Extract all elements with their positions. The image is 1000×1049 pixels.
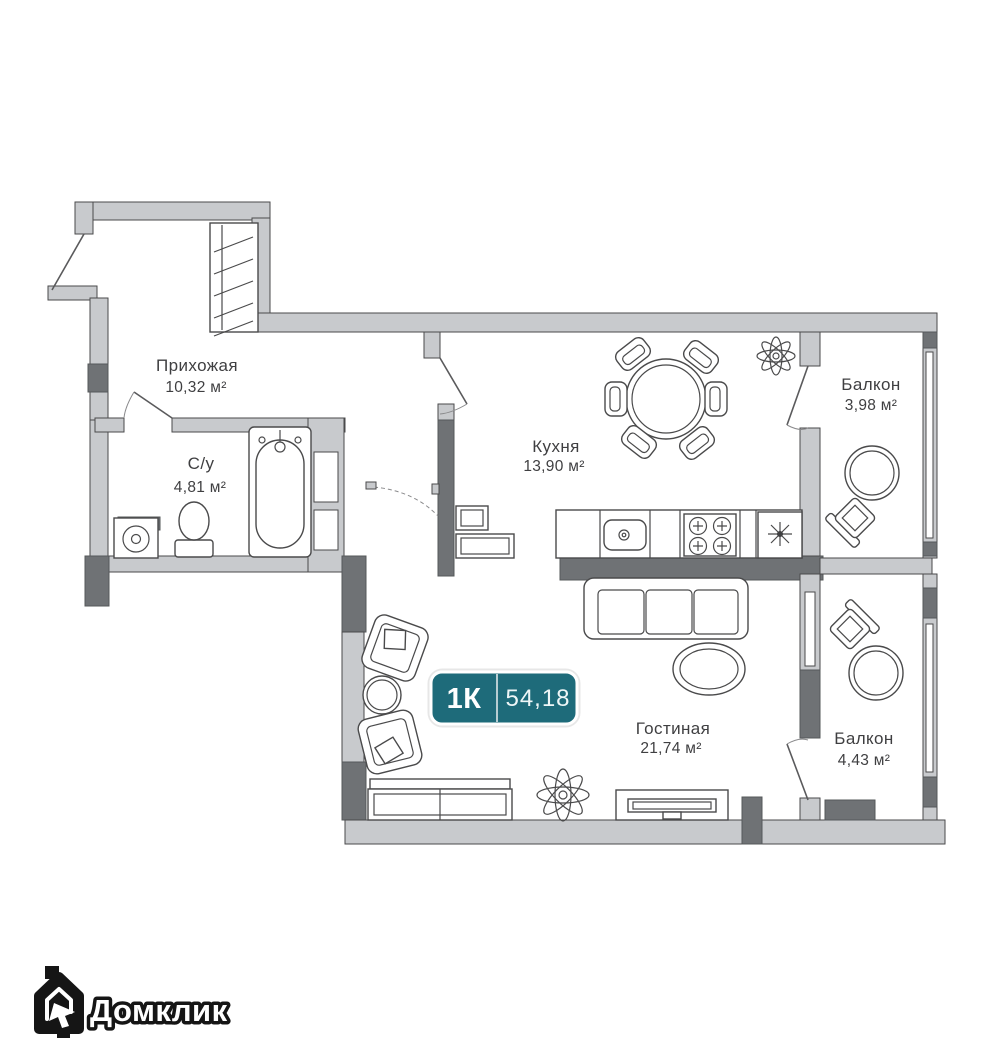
balcony-top-door-leaf — [786, 365, 809, 426]
dining-chair — [604, 381, 628, 417]
balcony-chair — [825, 497, 876, 548]
balcony-bottom-door-leaf — [786, 743, 809, 801]
armchair — [361, 614, 429, 682]
room-area-living: 21,74 м² — [640, 740, 701, 757]
side-table — [362, 675, 402, 715]
window — [922, 331, 938, 559]
sink — [603, 519, 647, 551]
walls — [47, 201, 946, 845]
brand-logo: Домклик — [34, 966, 231, 1038]
room-label-balcony-bottom: Балкон — [834, 729, 893, 748]
badge-background — [429, 670, 579, 726]
bathtub — [248, 426, 312, 558]
dining-chair — [678, 425, 716, 461]
sideboard — [367, 778, 513, 821]
room-labels: Прихожая 10,32 м² С/у 4,81 м² Кухня 13,9… — [156, 356, 900, 769]
sofa — [583, 577, 749, 640]
balcony-table — [848, 645, 904, 701]
room-area-kitchen: 13,90 м² — [523, 458, 584, 475]
dining-chair — [614, 336, 652, 372]
living-door-arc — [373, 486, 439, 517]
badge-area-value: 54,18 — [505, 685, 570, 712]
badge-rooms-label: 1К — [447, 683, 482, 715]
window — [922, 573, 938, 821]
room-label-hallway: Прихожая — [156, 356, 238, 375]
balcony-table — [844, 445, 900, 501]
entry-door-leaf — [51, 233, 85, 291]
room-label-bathroom: С/у — [188, 454, 215, 473]
dining-chair — [682, 339, 720, 375]
kitchen-cabinet — [455, 505, 515, 559]
room-label-living: Гостиная — [636, 719, 711, 738]
brand-name: Домклик — [90, 993, 228, 1028]
stove — [683, 513, 737, 557]
toilet — [174, 501, 214, 558]
coffee-table — [672, 642, 746, 696]
armchair — [357, 709, 423, 775]
inner-window — [804, 591, 816, 667]
domclick-house-icon — [34, 966, 84, 1038]
doors — [51, 233, 809, 801]
plant-icon — [536, 768, 590, 822]
kitchen-counter — [555, 509, 803, 559]
fridge-snowflake-icon — [757, 511, 803, 559]
kitchen-door-leaf — [439, 357, 468, 405]
room-area-balcony-top: 3,98 м² — [845, 397, 897, 414]
room-label-kitchen: Кухня — [532, 437, 580, 456]
pillow — [373, 736, 405, 765]
plant-icon — [756, 336, 796, 376]
bathroom-door-leaf — [133, 391, 173, 419]
washing-machine — [113, 516, 161, 559]
area-badge: 1К 54,18 — [427, 668, 581, 728]
room-area-bathroom: 4,81 м² — [174, 479, 226, 496]
tv-stand — [615, 789, 729, 821]
room-area-hallway: 10,32 м² — [165, 379, 226, 396]
pillow — [383, 628, 407, 651]
room-area-balcony-bottom: 4,43 м² — [838, 752, 890, 769]
room-label-balcony-top: Балкон — [841, 375, 900, 394]
balcony-chair — [829, 599, 880, 650]
dining-chair — [620, 424, 658, 460]
dining-chair — [704, 381, 728, 417]
wardrobe — [209, 222, 259, 337]
